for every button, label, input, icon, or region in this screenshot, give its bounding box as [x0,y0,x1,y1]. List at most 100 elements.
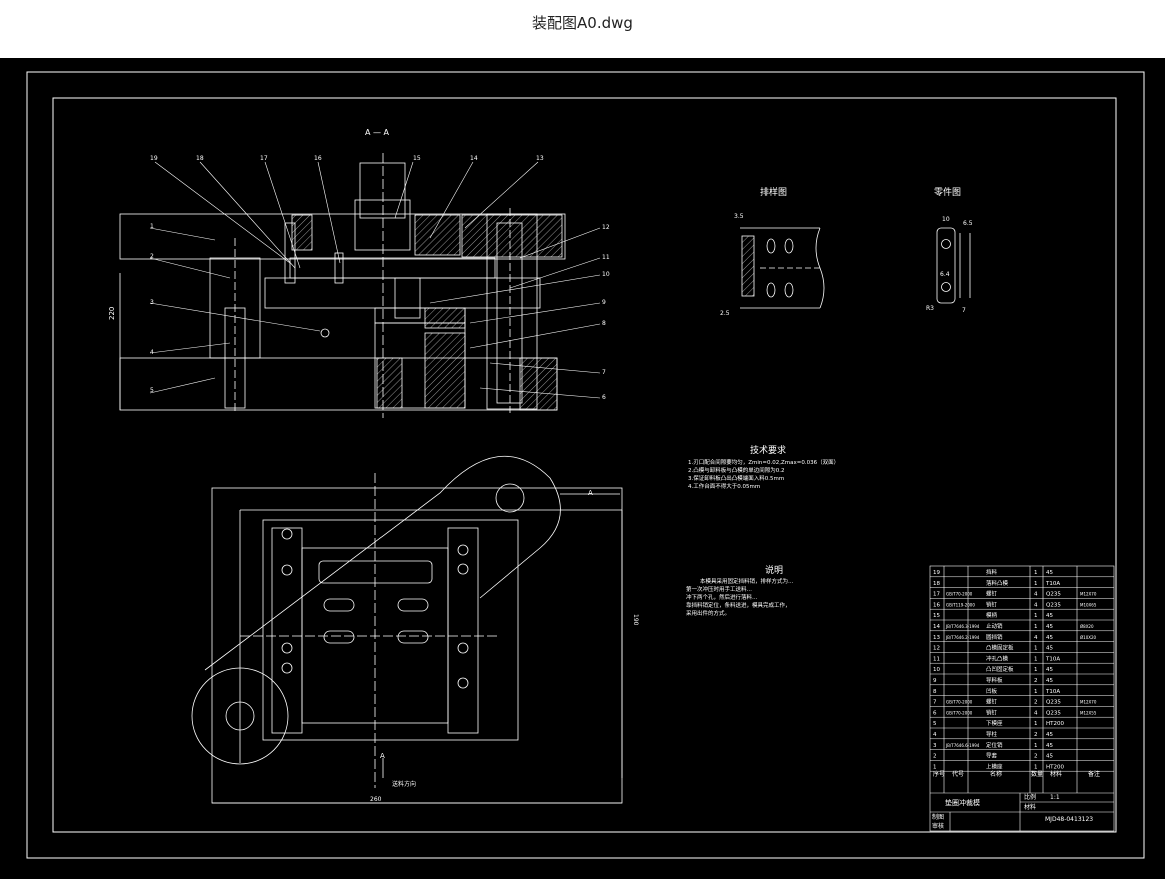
drawing-name: 垫圈冲裁模 [945,798,980,807]
section-mark-top: A [588,489,593,497]
bom-cell: HT200 [1046,721,1064,727]
drawing-canvas[interactable]: A — A 220 [0,58,1165,879]
tech-line-2: 2.凸模与卸料板与凸模的单边间隙为0.2 [688,466,785,474]
callout-9: 9 [602,299,606,306]
bom-cell: M12X70 [1080,700,1097,705]
callout-6: 6 [602,394,606,401]
dim-10: 10 [942,216,950,223]
part-drawing: 零件图 10 6.5 6.4 R3 7 [926,186,973,314]
bom-cell: 导料板 [986,676,1003,684]
bom-cell: 14 [933,624,940,630]
bom-cell: 2 [1034,754,1038,760]
bom-cell: 45 [1046,667,1053,673]
notes-line-1: 本模具采用固定挡料销，排样方式为… [700,577,794,585]
bom-cell: 4 [1034,635,1038,641]
bom-cell: Ø8X20 [1080,624,1094,629]
outer-frame [26,71,1145,859]
scale-value: 1:1 [1050,794,1060,801]
dim-7: 7 [962,307,966,314]
callout-8: 8 [602,320,606,327]
bom-cell: 圆挡销 [986,633,1003,641]
bom-cell: Ø10X20 [1080,635,1097,640]
bom-cell: Q235 [1046,602,1061,608]
bom-cell: 16 [933,602,940,608]
notes-title: 说明 [765,564,783,576]
bom-cell: T10A [1045,689,1060,695]
notes-line-3: 冲下两个孔，然后进行落料… [686,593,758,601]
callout-15: 15 [413,155,421,162]
bom-cell: 1 [1034,613,1038,619]
bom-header: 序号 代号 名称 数量 材料 备注 垫圈冲裁模 比例 1:1 材料 制图 审核 … [932,770,1100,830]
checked-label: 审核 [932,822,944,830]
bom-cell: 导柱 [986,730,998,738]
bom-cell: M12X70 [1080,592,1097,597]
bom-cell: 2 [1034,732,1038,738]
layout-label: 排样图 [760,186,787,198]
bom-cell: GB/T70-2000 [946,592,973,597]
bom-cell: 12 [933,646,940,652]
section-label: A — A [365,128,390,137]
cad-drawing: A — A 220 [26,71,1145,859]
bom-cell: 1 [1034,721,1038,727]
bom-cell: 45 [1046,743,1053,749]
callout-17: 17 [260,155,268,162]
side-dimension: 190 [632,614,639,626]
bom-cell: 45 [1046,646,1053,652]
tech-title: 技术要求 [750,444,786,456]
bom-cell: 1 [1034,570,1038,576]
callout-12: 12 [602,224,610,231]
inner-frame [52,97,1117,833]
bom-cell: 8 [933,689,937,695]
bom-cell: 定位销 [986,741,1003,749]
plan-view [191,455,623,804]
bom-cell: 2 [933,754,937,760]
bom-cell: 止动销 [986,622,1003,630]
bom-cell: 螺钉 [986,698,998,706]
bom-header-code: 代号 [952,770,964,778]
bom-cell: 19 [933,570,940,576]
bom-header-qty: 数量 [1031,770,1043,778]
bom-cell: 45 [1046,570,1053,576]
bom-cell: 模柄 [986,611,998,619]
layout-drawing: 排样图 3.5 2.5 [720,186,825,317]
feed-direction: 送料方向 [392,780,416,788]
callout-14: 14 [470,155,478,162]
bom-cell: 45 [1046,678,1053,684]
bom-cell: 挡料 [986,568,998,576]
callout-1: 1 [150,223,154,230]
bom-cell: 6 [933,710,937,716]
tech-line-4: 4.工作台面不得大于0.05mm [688,482,760,490]
callout-19: 19 [150,155,158,162]
bom-cell: 7 [933,700,937,706]
callout-leaders [149,161,601,399]
height-dimension: 220 [108,307,116,320]
bom-cell: JB/T7646.2-1994 [945,635,980,640]
bom-cell: 45 [1046,635,1053,641]
bom-cell: 凹板 [986,687,998,695]
notes: 说明 本模具采用固定挡料销，排样方式为… 第一次冲压时用手工送料… 冲下两个孔，… [686,564,794,617]
callout-4: 4 [150,349,154,356]
drawing-number: MJD48-0413123 [1045,816,1093,823]
bom-cell: GB/T70-2000 [946,700,973,705]
bom-header-no: 序号 [933,770,945,778]
bom-cell: 17 [933,592,940,598]
dim-6-5: 6.5 [963,220,973,227]
notes-line-4: 靠挡料销定位，条料送进，模具完成工作， [686,601,791,609]
document-title: 装配图A0.dwg [532,14,633,32]
callout-18: 18 [196,155,204,162]
bom-cell: 1 [1034,581,1038,587]
bom-cell: 3 [933,743,937,749]
bom-cell: 导套 [986,752,998,760]
bom-cell: 15 [933,613,940,619]
bom-cell: 45 [1046,613,1053,619]
bom-cell: 1 [1034,646,1038,652]
bom-cell: 45 [1046,624,1053,630]
bom-cell: 5 [933,721,937,727]
bom-cell: 螺钉 [986,590,998,598]
callout-16: 16 [314,155,322,162]
bom-cell: 下模座 [986,719,1003,727]
title-bar: 装配图A0.dwg [0,0,1165,58]
notes-line-2: 第一次冲压时用手工送料… [686,585,752,593]
material-label: 材料 [1024,803,1036,811]
